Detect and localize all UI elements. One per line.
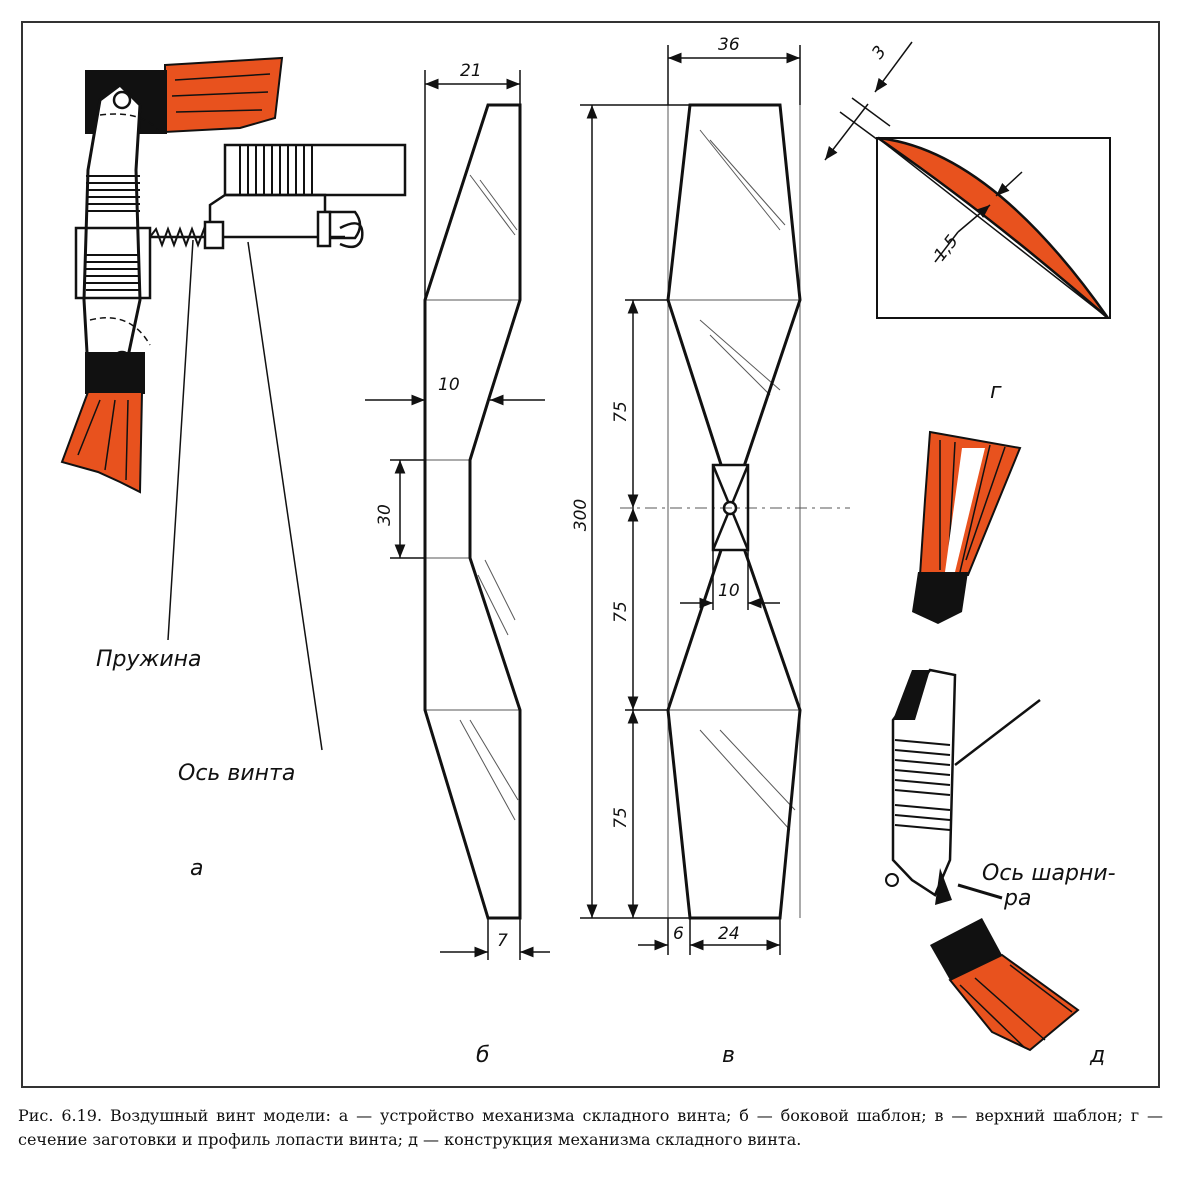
dim-side-top-width: 21 (460, 61, 482, 81)
fuselage-rail (223, 143, 407, 197)
lower-blade-sleeve (85, 352, 145, 394)
side-template-outline (423, 103, 522, 920)
upper-blade-sleeve-piece (912, 572, 968, 624)
subfigure-v-label: в (722, 1043, 735, 1068)
lower-blade-sleeve-piece (930, 918, 1002, 980)
subfigure-g-label: г (990, 379, 1002, 404)
spring-leader-line (167, 239, 194, 641)
dim-side-hub: 30 (375, 504, 395, 526)
dim-segment-1: 75 (611, 401, 631, 423)
dim-total-length: 300 (571, 499, 591, 531)
hinge-construction-drawing (885, 430, 1080, 1052)
dim-side-notch: 10 (438, 375, 460, 395)
subfigure-a-label: а (190, 856, 203, 881)
bearing-bracket (208, 193, 362, 245)
dim-segment-3: 75 (611, 807, 631, 829)
subfigure-d-label: д (1089, 1043, 1105, 1068)
hinge-rod (954, 699, 1041, 766)
screw-axis-leader-line (247, 241, 323, 751)
dim-side-bottom-width: 7 (497, 931, 508, 951)
top-template-drawing (580, 45, 850, 955)
lower-blade-stub (60, 391, 144, 494)
dim-top-width: 36 (718, 35, 740, 55)
dim-section-thickness: 3 (868, 42, 890, 63)
subfigure-b-label: б (476, 1043, 490, 1068)
dim-segment-2: 75 (611, 601, 631, 623)
lower-blade-piece (948, 953, 1080, 1052)
spring-label: Пружина (96, 647, 202, 672)
figure-frame (21, 21, 1160, 1088)
dim-hub-width: 10 (718, 581, 740, 601)
dim-bottom-offset: 6 (673, 924, 684, 944)
hinge-axis-label-line1: Ось шарни- (982, 861, 1116, 886)
folding-mechanism-drawing (60, 56, 407, 751)
screw-axis-label: Ось винта (178, 761, 295, 786)
hinge-axis-pin (957, 883, 1003, 900)
side-template-drawing (365, 70, 550, 960)
upper-hinge-pin (112, 90, 132, 110)
hinge-axis-label-line2: ра (1003, 886, 1031, 911)
dim-bottom-width: 24 (718, 924, 740, 944)
figure-caption: Рис. 6.19. Воздушный винт модели: а — ус… (18, 1106, 1163, 1149)
section-profile-drawing (824, 41, 1111, 319)
